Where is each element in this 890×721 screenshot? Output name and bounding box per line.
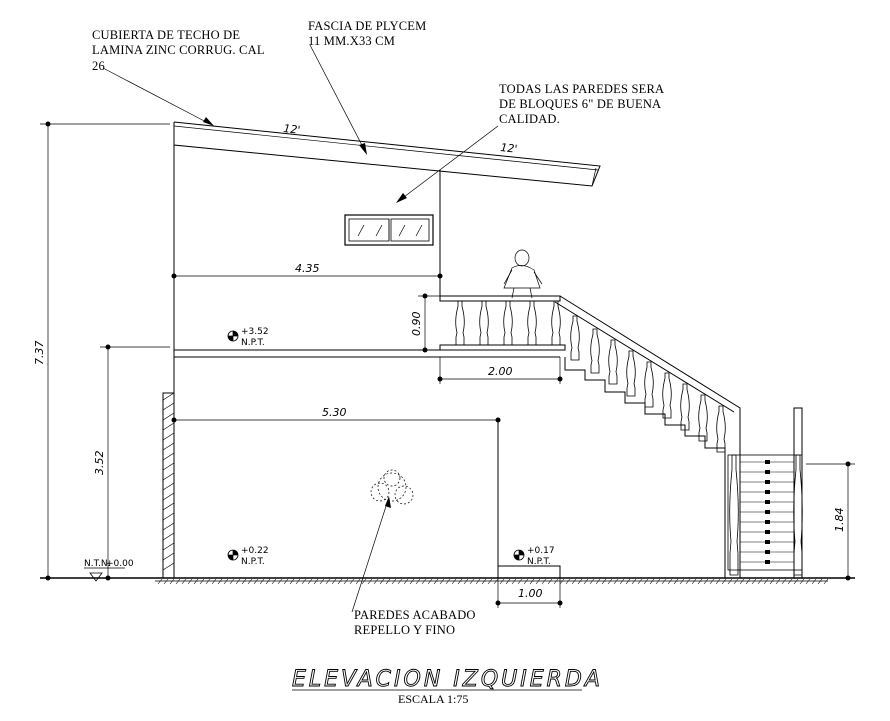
level-ground-value: +0.22 [241,546,269,556]
dim-slope-2: 12' [500,141,518,156]
baluster [626,350,636,397]
ntn-marker [84,567,125,582]
dim-door-width: 1.00 [518,587,543,600]
ground-line [40,577,855,585]
baluster [729,454,739,576]
dim-balcony-width: 2.00 [488,365,513,378]
tree-symbol [370,469,414,505]
leader-lines [102,44,499,613]
window [344,214,434,246]
baluster [608,339,618,385]
baluster [644,361,654,408]
person-figure [503,249,543,299]
note-roof-line1: CUBIERTA DE TECHO DE [92,28,240,42]
stair [554,295,741,578]
side-post [727,407,803,579]
baluster [479,300,489,346]
dim-lower-width: 5.30 [322,406,347,419]
dimension-lines [40,121,855,608]
dim-rail-height: 0.90 [410,312,423,337]
note-fascia-line2: 11 MM.X33 CM [308,34,395,48]
baluster [793,454,803,576]
level-mark-door [513,549,525,561]
baluster [698,394,708,442]
drawing-title: ELEVACION IZQUIERDA [292,667,603,692]
baluster [570,315,580,361]
building-walls [162,122,560,579]
roof [173,121,601,187]
note-finish-line1: PAREDES ACABADO [354,608,476,622]
baluster [716,405,726,453]
note-walls-line2: DE BLOQUES 6" DE BUENA [499,97,661,111]
baluster [527,300,537,346]
dim-upper-width: 4.35 [295,262,320,275]
note-walls-line3: CALIDAD. [499,112,560,126]
dim-total-height: 7.37 [33,341,46,366]
note-finish-line2: REPELLO Y FINO [354,623,455,637]
note-roof-line2: LAMINA ZINC CORRUG. CAL [92,43,265,57]
dim-stair-height: 1.84 [833,508,846,533]
ntn-value: +0.00 [106,559,134,569]
level-door-label: N.P.T. [527,557,551,567]
baluster [590,328,600,374]
dim-lower-height: 3.52 [93,451,106,476]
note-walls-line1: TODAS LAS PAREDES SERA [499,82,664,96]
level-upper-label: N.P.T. [241,338,265,348]
dim-slope-1: 12' [283,122,301,137]
note-roof-line3: 26 [92,59,105,73]
level-ground-label: N.P.T. [241,557,265,567]
door-step [497,565,561,579]
baluster [551,300,561,346]
level-mark-upper [227,330,239,342]
drawing-scale: ESCALA 1:75 [398,692,468,706]
baluster [503,300,513,346]
level-upper-value: +3.52 [241,327,269,337]
note-fascia-line1: FASCIA DE PLYCEM [308,19,426,33]
ntn-label: N.T.N. [84,559,110,569]
balcony-railing [439,295,566,351]
level-mark-ground [227,549,239,561]
baluster [455,300,465,346]
baluster [662,372,672,419]
level-door-value: +0.17 [527,546,555,556]
baluster [680,383,690,431]
